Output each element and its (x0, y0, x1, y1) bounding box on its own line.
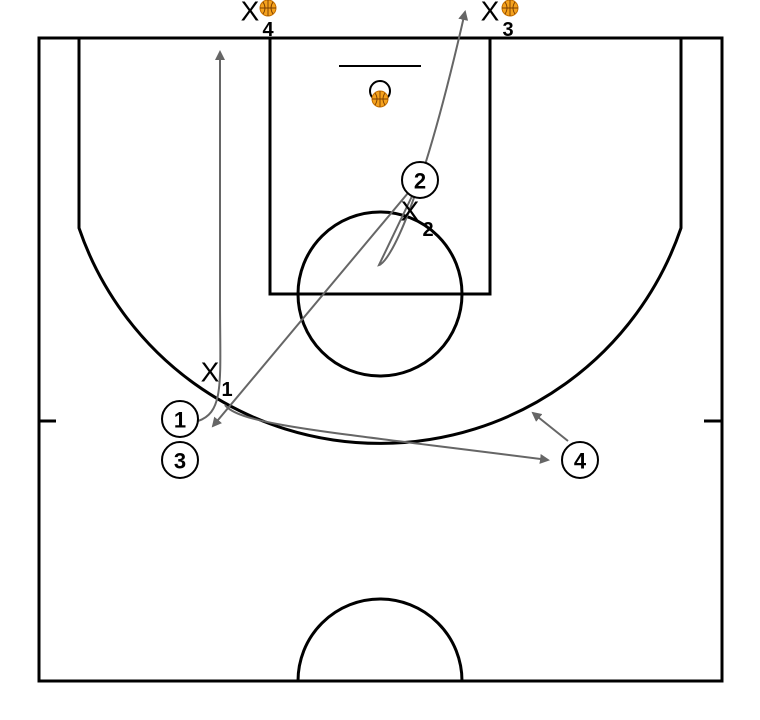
offense-player-2: 2 (401, 161, 439, 199)
court-boundary (37, 36, 724, 683)
svg-text:3: 3 (174, 449, 186, 474)
defense-player-1: X 1 (201, 357, 233, 402)
defense-players: X 1 X 2 X 3 X 4 (201, 0, 514, 401)
paint-lane (268, 36, 492, 296)
svg-text:1: 1 (221, 379, 232, 401)
svg-text:4: 4 (262, 19, 274, 41)
pass-arrow-to-player-3 (211, 192, 409, 428)
offense-players: 1 2 3 4 (161, 161, 599, 479)
svg-text:4: 4 (574, 449, 587, 474)
cut-arrow-player-1 (197, 50, 225, 422)
svg-text:X: X (241, 0, 260, 27)
basketball-icon (501, 0, 519, 17)
cut-arrow-player-2 (377, 10, 469, 267)
defense-player-3: X 3 (481, 0, 514, 41)
svg-text:3: 3 (502, 19, 513, 41)
defense-player-2: X 2 (401, 196, 434, 242)
basketballs (259, 0, 519, 108)
movement-arrows (197, 10, 569, 464)
center-circle (296, 597, 464, 682)
offense-player-4: 4 (561, 441, 599, 479)
svg-text:X: X (201, 357, 220, 388)
svg-text:1: 1 (174, 408, 186, 433)
court-lines (37, 36, 724, 683)
basketball-icon (371, 90, 389, 108)
three-point-line (77, 38, 683, 445)
svg-text:X: X (481, 0, 500, 27)
basketball-icon (259, 0, 277, 17)
pass-arrow-to-player-4 (224, 404, 550, 464)
svg-text:2: 2 (422, 219, 433, 241)
free-throw-circle (296, 210, 464, 378)
defense-player-4: X 4 (241, 0, 275, 41)
svg-text:X: X (401, 196, 420, 227)
move-arrow-player-4 (531, 411, 569, 442)
offense-player-1: 1 (161, 400, 199, 438)
svg-text:2: 2 (414, 169, 426, 194)
offense-player-3: 3 (161, 441, 199, 479)
